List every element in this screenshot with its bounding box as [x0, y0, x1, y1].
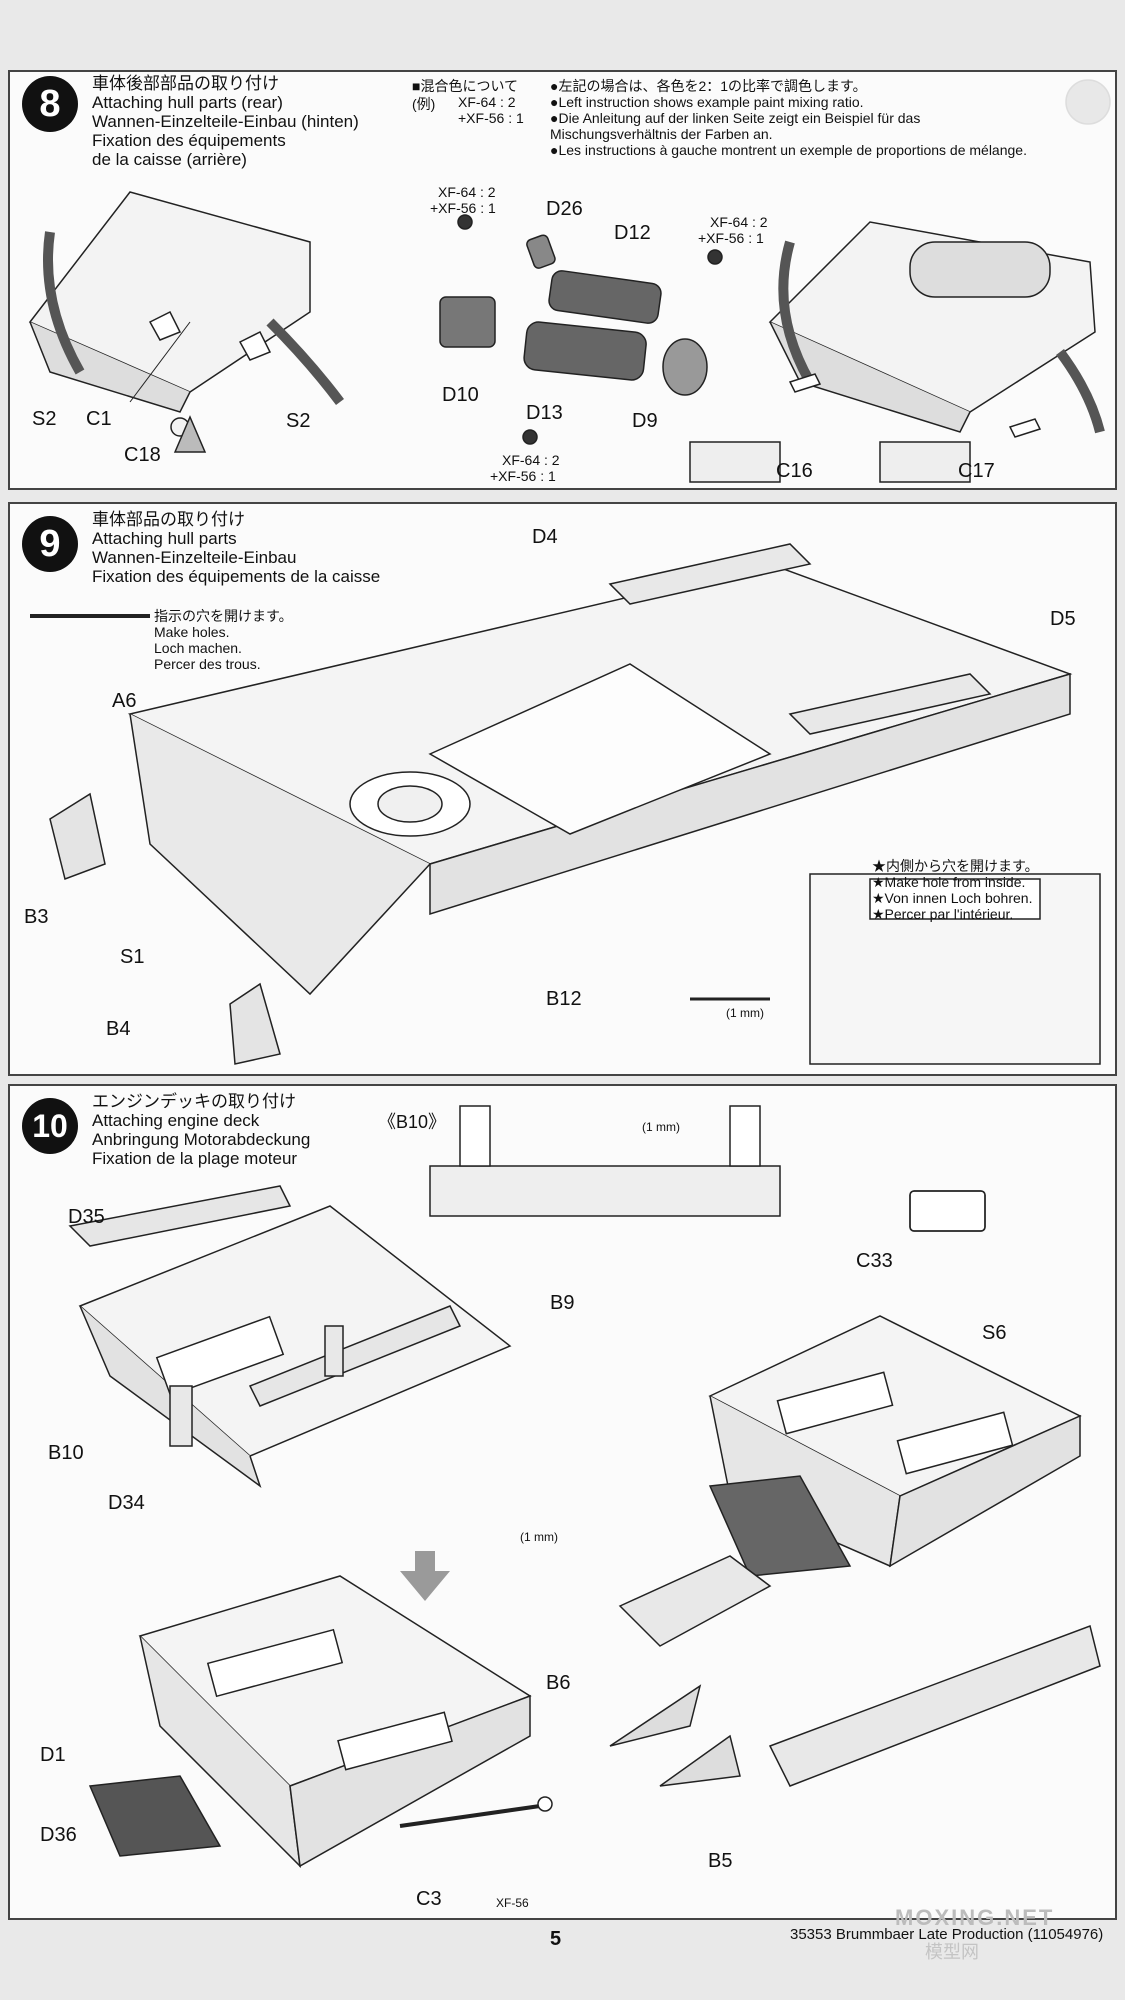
- title-jp: 車体後部部品の取り付け: [92, 74, 279, 93]
- title-fr: Fixation de la plage moteur: [92, 1149, 298, 1168]
- paint-callout-3b: +XF-56 : 1: [490, 468, 556, 484]
- step-10-illustrations: [68, 1105, 1101, 1869]
- step-number-9: 9: [22, 516, 78, 572]
- paint-xf56: XF-56: [496, 1896, 529, 1910]
- mix-header: ■混合色について: [412, 78, 519, 94]
- holes-fr: Percer des trous.: [154, 656, 261, 672]
- holes-en: Make holes.: [154, 624, 230, 640]
- title-en: Attaching hull parts: [92, 529, 237, 548]
- title-jp: 車体部品の取り付け: [92, 510, 245, 529]
- drill-size-1: (1 mm): [642, 1120, 680, 1134]
- paint-callout-2a: XF-64 : 2: [710, 214, 768, 230]
- part-a6: A6: [112, 690, 137, 712]
- part-d35: D35: [68, 1206, 105, 1228]
- title-fr-2: de la caisse (arrière): [92, 150, 247, 169]
- step-10-titles: エンジンデッキの取り付け Attaching engine deck Anbri…: [92, 1092, 310, 1168]
- part-c16: C16: [776, 460, 813, 482]
- note-jp: ●左記の場合は、各色を2：1の比率で調色します。: [550, 78, 867, 94]
- part-b3: B3: [24, 906, 49, 928]
- note-de-2: Mischungsverhältnis der Farben an.: [550, 126, 773, 142]
- product-code: 35353 Brummbaer Late Production (1105497…: [790, 1926, 1104, 1943]
- step-9-titles: 車体部品の取り付け Attaching hull parts Wannen-Ei…: [92, 510, 380, 586]
- part-b6: B6: [546, 1672, 571, 1694]
- title-en: Attaching hull parts (rear): [92, 93, 283, 112]
- step-10-panel: 10 エンジンデッキの取り付け Attaching engine deck An…: [8, 1084, 1117, 1920]
- part-c17: C17: [958, 460, 995, 482]
- note-en: ●Left instruction shows example paint mi…: [550, 94, 864, 110]
- part-c1: C1: [86, 408, 112, 430]
- part-b10: B10: [48, 1442, 84, 1464]
- step-number-10: 10: [22, 1098, 78, 1154]
- part-b5: B5: [708, 1850, 733, 1872]
- part-c3: C3: [416, 1888, 442, 1910]
- b10-reference: 《B10》: [378, 1112, 447, 1132]
- inside-de: ★Von innen Loch bohren.: [872, 890, 1033, 906]
- note-de-1: ●Die Anleitung auf der linken Seite zeig…: [550, 110, 921, 126]
- step-9-illustrations: [30, 543, 1101, 1065]
- title-de: Anbringung Motorabdeckung: [92, 1130, 311, 1149]
- paint-callout-1a: XF-64 : 2: [438, 184, 496, 200]
- part-d12: D12: [614, 222, 651, 244]
- title-fr: Fixation des équipements de la caisse: [92, 567, 381, 586]
- mix-notes: ●左記の場合は、各色を2：1の比率で調色します。 ●Left instructi…: [550, 78, 1027, 158]
- paint-callout-1b: +XF-56 : 1: [430, 200, 496, 216]
- part-d13: D13: [526, 402, 563, 424]
- title-en: Attaching engine deck: [92, 1111, 260, 1130]
- inside-jp: ★内側から穴を開けます。: [872, 858, 1039, 874]
- step-9-panel: 9 車体部品の取り付け Attaching hull parts Wannen-…: [8, 502, 1117, 1076]
- title-de: Wannen-Einzelteile-Einbau: [92, 548, 297, 567]
- title-fr-1: Fixation des équipements: [92, 131, 286, 150]
- mix-formula-a: XF-64 : 2: [458, 94, 516, 110]
- title-de: Wannen-Einzelteile-Einbau (hinten): [92, 112, 359, 131]
- step-number-8: 8: [22, 76, 78, 132]
- part-d5: D5: [1050, 608, 1076, 630]
- watermark-sub: 模型网: [925, 1942, 979, 1962]
- step-8-illustrations: [28, 79, 1111, 483]
- holes-de: Loch machen.: [154, 640, 242, 656]
- watermark: MOXING.NET: [895, 1905, 1055, 1930]
- part-s1: S1: [120, 946, 145, 968]
- part-b12: B12: [546, 988, 582, 1010]
- part-s2-right: S2: [286, 410, 311, 432]
- part-c33: C33: [856, 1250, 893, 1272]
- part-d4: D4: [532, 526, 558, 548]
- part-d10: D10: [442, 384, 479, 406]
- step-8-titles: 車体後部部品の取り付け Attaching hull parts (rear) …: [92, 74, 359, 169]
- part-d9: D9: [632, 410, 658, 432]
- holes-jp: 指示の穴を開けます。: [154, 608, 293, 624]
- drill-size-2: (1 mm): [520, 1530, 558, 1544]
- mix-formula-b: +XF-56 : 1: [458, 110, 524, 126]
- part-b4: B4: [106, 1018, 131, 1040]
- paint-callout-2b: +XF-56 : 1: [698, 230, 764, 246]
- title-jp: エンジンデッキの取り付け: [92, 1092, 296, 1111]
- part-d36: D36: [40, 1824, 77, 1846]
- part-d1: D1: [40, 1744, 66, 1766]
- make-holes-note: 指示の穴を開けます。 Make holes. Loch machen. Perc…: [154, 608, 293, 672]
- part-s2-left: S2: [32, 408, 57, 430]
- part-d34: D34: [108, 1492, 145, 1514]
- note-fr: ●Les instructions à gauche montrent un e…: [550, 142, 1027, 158]
- page-number: 5: [550, 1928, 562, 1950]
- part-d26: D26: [546, 198, 583, 220]
- mix-example: (例): [412, 96, 436, 112]
- part-c18: C18: [124, 444, 161, 466]
- inside-fr: ★Percer par l'intérieur.: [872, 906, 1014, 922]
- paint-callout-3a: XF-64 : 2: [502, 452, 560, 468]
- step-8-panel: 8 車体後部部品の取り付け Attaching hull parts (rear…: [8, 70, 1117, 490]
- part-b9: B9: [550, 1292, 575, 1314]
- inside-hole-note: ★内側から穴を開けます。 ★Make hole from inside. ★Vo…: [872, 858, 1039, 922]
- drill-size: (1 mm): [726, 1006, 764, 1020]
- part-s6: S6: [982, 1322, 1007, 1344]
- inside-en: ★Make hole from inside.: [872, 874, 1026, 890]
